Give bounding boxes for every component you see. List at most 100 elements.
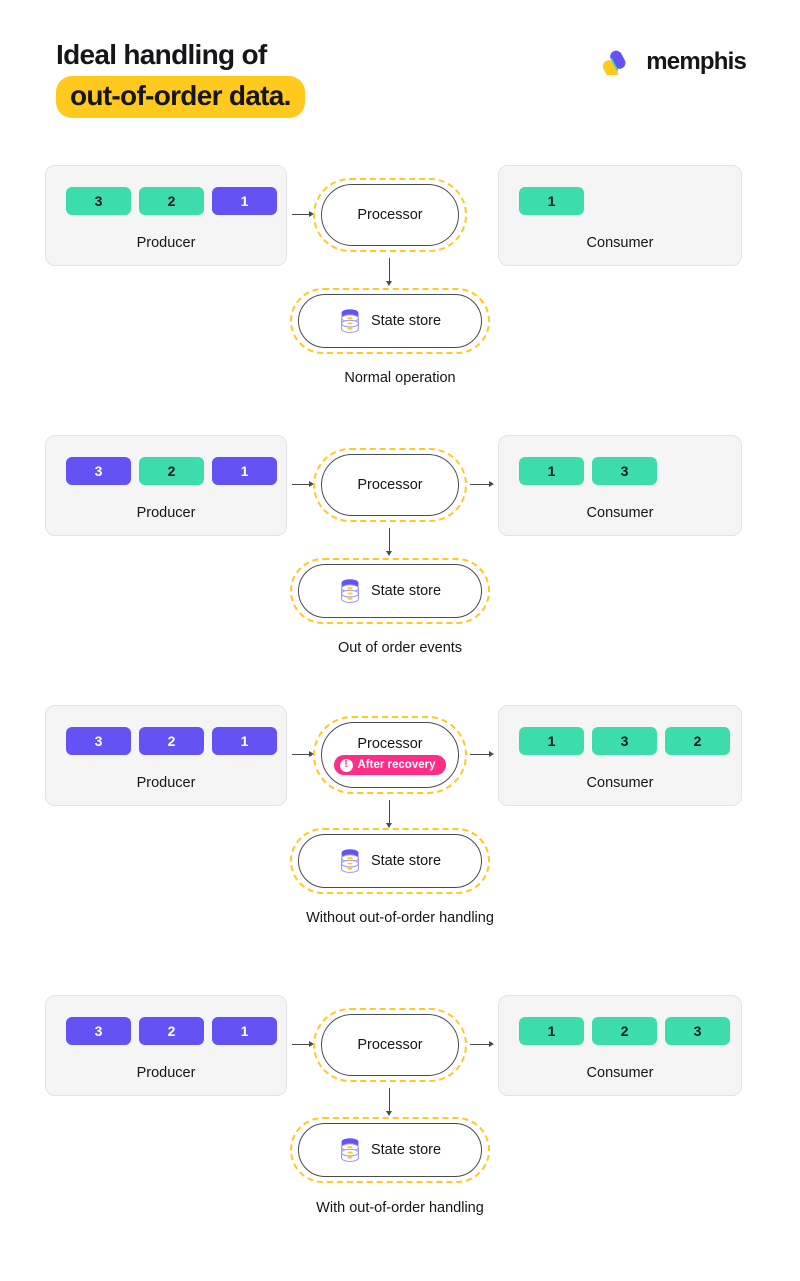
arrow-head <box>309 481 314 487</box>
event-tile: 1 <box>519 1017 584 1045</box>
arrow-producer-to-processor <box>292 750 314 760</box>
arrow-shaft <box>470 754 489 756</box>
processor-label: Processor <box>357 1037 423 1053</box>
state-store-dashed-ring <box>290 1117 490 1183</box>
state-store-label: State store <box>370 1142 442 1158</box>
arrow-processor-to-consumer <box>470 750 494 760</box>
event-tile: 3 <box>66 187 131 215</box>
page-title: Ideal handling of out-of-order data. <box>56 38 305 118</box>
consumer-label: Consumer <box>586 505 654 521</box>
consumer-label: Consumer <box>586 1065 654 1081</box>
processor-pill: Processor <box>321 454 459 516</box>
processor-label: Processor <box>357 736 423 752</box>
database-icon <box>339 308 361 334</box>
status-badge: ! After recovery <box>333 755 447 775</box>
event-tile: 2 <box>139 727 204 755</box>
row-caption: Out of order events <box>337 640 463 656</box>
processor-label: Processor <box>357 207 423 223</box>
event-tile: 1 <box>212 457 277 485</box>
arrow-head <box>386 823 392 828</box>
consumer-label: Consumer <box>586 775 654 791</box>
event-tile: 1 <box>212 187 277 215</box>
state-store-dashed-ring <box>290 828 490 894</box>
status-badge-label: After recovery <box>357 759 436 771</box>
title-line-1: Ideal handling of <box>56 39 267 70</box>
row-caption: Normal operation <box>344 370 456 386</box>
state-store-pill: State store <box>298 1123 482 1177</box>
event-tile: 3 <box>665 1017 730 1045</box>
row-caption: Without out-of-order handling <box>306 910 494 926</box>
state-store-pill: State store <box>298 294 482 348</box>
arrow-shaft <box>389 800 391 823</box>
arrow-shaft <box>470 1044 489 1046</box>
processor-node: Processor <box>313 178 467 252</box>
processor-node: Processor <box>313 448 467 522</box>
arrow-shaft <box>292 214 309 216</box>
row-caption: With out-of-order handling <box>316 1200 484 1216</box>
consumer-box: 1 Consumer <box>498 165 742 266</box>
memphis-logo-icon <box>601 49 637 79</box>
exclamation-icon: ! <box>339 758 353 772</box>
state-store-node: State store <box>290 828 490 894</box>
arrow-head <box>489 481 494 487</box>
state-store-dashed-ring <box>290 558 490 624</box>
arrow-shaft <box>389 1088 391 1111</box>
state-store-pill: State store <box>298 834 482 888</box>
arrow-head <box>386 1111 392 1116</box>
processor-dashed-ring <box>313 716 467 794</box>
producer-label: Producer <box>136 775 196 791</box>
page-header: Ideal handling of out-of-order data. mem… <box>0 0 800 130</box>
arrow-shaft <box>292 754 309 756</box>
processor-pill: Processor ! After recovery <box>321 722 459 788</box>
database-icon <box>339 578 361 604</box>
database-icon <box>339 1137 361 1163</box>
event-tile: 2 <box>139 187 204 215</box>
arrow-shaft <box>292 1044 309 1046</box>
state-store-node: State store <box>290 1117 490 1183</box>
memphis-logo-text: memphis <box>646 48 747 75</box>
memphis-logo: memphis <box>601 48 747 79</box>
arrow-processor-to-state-store <box>385 1088 395 1116</box>
processor-pill: Processor <box>321 184 459 246</box>
producer-label: Producer <box>136 505 196 521</box>
arrow-shaft <box>389 528 391 551</box>
state-store-label: State store <box>370 853 442 869</box>
arrow-head <box>386 281 392 286</box>
arrow-head <box>309 211 314 217</box>
consumer-label: Consumer <box>586 235 654 251</box>
arrow-processor-to-state-store <box>385 800 395 828</box>
processor-dashed-ring <box>313 1008 467 1082</box>
event-tile: 3 <box>66 457 131 485</box>
event-tile: 1 <box>212 1017 277 1045</box>
processor-dashed-ring <box>313 178 467 252</box>
state-store-node: State store <box>290 288 490 354</box>
state-store-pill: State store <box>298 564 482 618</box>
arrow-shaft <box>292 484 309 486</box>
arrow-head <box>489 1041 494 1047</box>
processor-node: Processor <box>313 1008 467 1082</box>
title-highlight-wrap: out-of-order data. <box>56 76 305 118</box>
event-tile: 2 <box>139 1017 204 1045</box>
processor-node: Processor ! After recovery <box>313 716 467 794</box>
arrow-head <box>309 1041 314 1047</box>
event-tile: 2 <box>139 457 204 485</box>
processor-label: Processor <box>357 477 423 493</box>
state-store-label: State store <box>370 313 442 329</box>
arrow-producer-to-processor <box>292 210 314 220</box>
arrow-head <box>489 751 494 757</box>
producer-label: Producer <box>136 1065 196 1081</box>
arrow-producer-to-processor <box>292 480 314 490</box>
processor-dashed-ring <box>313 448 467 522</box>
arrow-processor-to-state-store <box>385 528 395 556</box>
event-tile: 2 <box>665 727 730 755</box>
event-tile: 3 <box>592 727 657 755</box>
event-tile: 1 <box>519 187 584 215</box>
event-tile: 2 <box>592 1017 657 1045</box>
arrow-shaft <box>470 484 489 486</box>
